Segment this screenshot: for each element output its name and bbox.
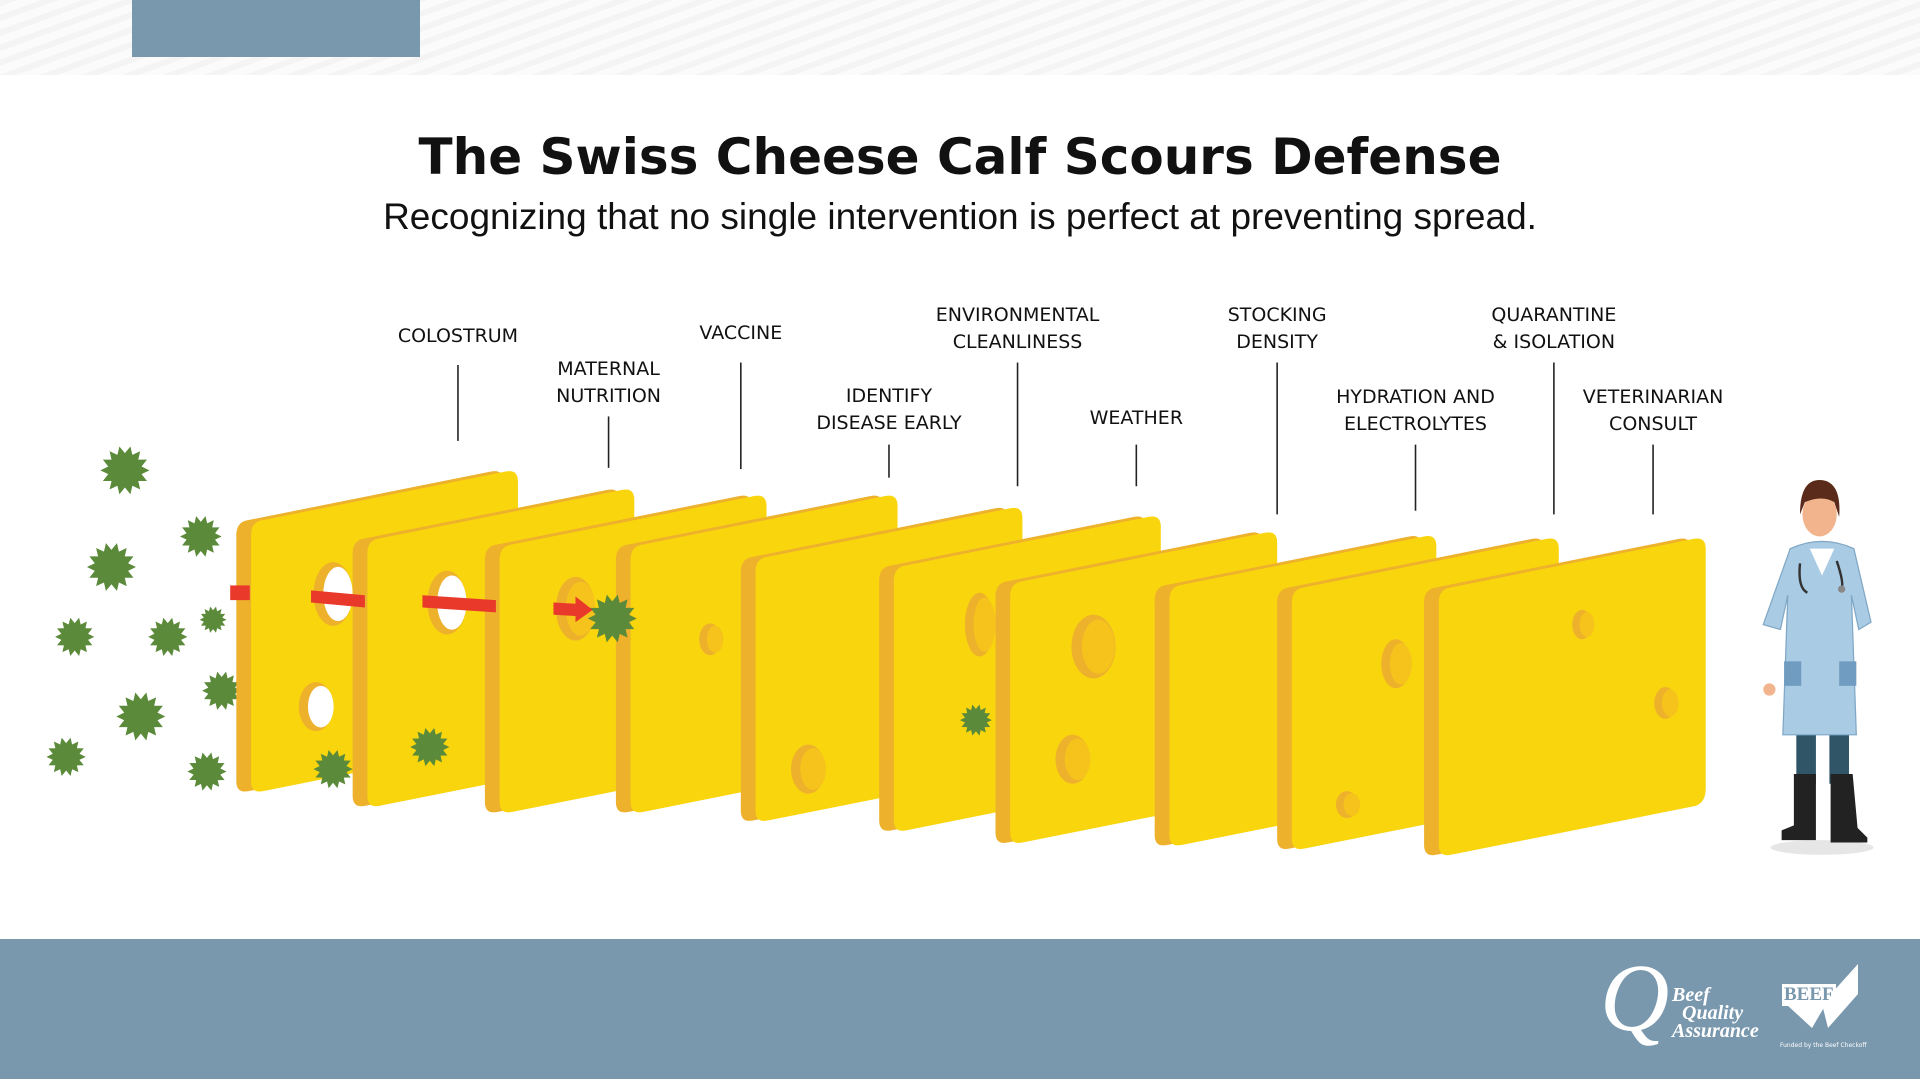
bqa-line: Beef	[1672, 984, 1710, 1006]
cheese-slice	[1424, 538, 1706, 856]
cheese-hole-inner	[1081, 619, 1115, 674]
layer-label-line: ELECTROLYTES	[1344, 413, 1487, 436]
layer-label-line: QUARANTINE	[1491, 304, 1617, 327]
layer-label-line: DENSITY	[1236, 331, 1319, 354]
layer-label: WEATHER	[1090, 405, 1183, 432]
cheese-hole-inner	[973, 597, 996, 652]
footer-band	[0, 939, 1920, 1079]
bqa-q-mark: Q	[1600, 944, 1670, 1051]
germ-icon	[116, 692, 166, 741]
bqa-line: Assurance	[1672, 1020, 1759, 1042]
cheese-hole-inner	[800, 748, 826, 790]
layer-label-line: & ISOLATION	[1492, 331, 1616, 354]
layer-label-line: ENVIRONMENTAL	[935, 304, 1100, 327]
layer-label-line: HYDRATION AND	[1336, 386, 1495, 409]
germ-icon	[199, 606, 227, 633]
layer-label-line: STOCKING	[1227, 304, 1327, 327]
layer-label: VETERINARIAN CONSULT	[1583, 384, 1724, 438]
cheese-hole-inner	[1064, 738, 1091, 781]
pathogen-arrow	[230, 585, 593, 623]
layer-label: ENVIRONMENTAL CLEANLINESS	[936, 302, 1100, 356]
layer-label-line: MATERNAL	[557, 358, 660, 381]
arrow-segment	[230, 585, 250, 601]
cheese-hole-inner	[1661, 689, 1679, 717]
arrow-head	[553, 596, 593, 623]
cheese-hole-inner	[706, 625, 724, 653]
germ-icon	[313, 749, 353, 789]
beef-tagline: Funded by the Beef Checkoff	[1780, 1042, 1867, 1049]
layer-label-line: IDENTIFY	[845, 385, 933, 408]
layer-label-line: WEATHER	[1089, 407, 1184, 430]
layer-label-line: VETERINARIAN	[1582, 386, 1724, 409]
germ-icon	[86, 543, 136, 591]
germ-icon	[587, 594, 637, 643]
cheese-face	[1438, 538, 1706, 856]
layer-label: QUARANTINE & ISOLATION	[1491, 302, 1616, 356]
beef-quality-assurance-logo: Q Beef Quality Assurance	[1600, 950, 1760, 1050]
layer-label-line: VACCINE	[699, 321, 783, 344]
arrow-segment	[422, 595, 496, 613]
layer-label: VACCINE	[699, 320, 782, 347]
layer-label-line: DISEASE EARLY	[816, 412, 962, 435]
top-accent-rectangle	[132, 0, 420, 57]
germs	[46, 446, 242, 791]
cheese-hole-inner	[1389, 642, 1412, 685]
layer-label-line: NUTRITION	[556, 385, 662, 408]
page-title: The Swiss Cheese Calf Scours Defense	[418, 128, 1502, 186]
layer-label: HYDRATION AND ELECTROLYTES	[1336, 384, 1495, 438]
leader-lines	[457, 362, 1654, 515]
germ-icon	[180, 516, 222, 557]
germ-icon	[187, 752, 227, 791]
cheese-slices	[236, 471, 1706, 856]
germ-icon	[100, 446, 150, 495]
cheese-hole-inner	[1343, 793, 1361, 817]
veterinarian-figure	[1762, 479, 1874, 855]
layer-label: STOCKING DENSITY	[1228, 302, 1327, 356]
germ-icon	[202, 671, 242, 710]
bqa-line: Quality	[1682, 1002, 1744, 1024]
germ-icon	[55, 617, 95, 656]
page-subtitle: Recognizing that no single intervention …	[383, 196, 1537, 237]
bqa-text: Beef Quality Assurance	[1672, 984, 1759, 1042]
layer-label: MATERNAL NUTRITION	[556, 356, 661, 410]
cheese-hole-inner	[1579, 612, 1595, 638]
layer-label: IDENTIFY DISEASE EARLY	[816, 383, 961, 437]
beef-wordmark: BEEF	[1782, 984, 1836, 1006]
layer-label-line: CONSULT	[1609, 413, 1698, 436]
arrow-segment	[311, 590, 365, 608]
layer-label: COLOSTRUM	[398, 323, 518, 350]
germ-icon	[46, 737, 86, 776]
germ-icon	[148, 617, 188, 656]
cheese-hole-inner	[307, 685, 334, 728]
germ-icon	[410, 727, 450, 767]
checkmark-icon	[1786, 964, 1858, 1028]
beef-checkoff-logo: BEEF Funded by the Beef Checkoff	[1780, 962, 1867, 1052]
layer-label-line: COLOSTRUM	[397, 325, 519, 348]
layer-label-line: CLEANLINESS	[952, 331, 1083, 354]
germ-icon	[960, 704, 992, 736]
